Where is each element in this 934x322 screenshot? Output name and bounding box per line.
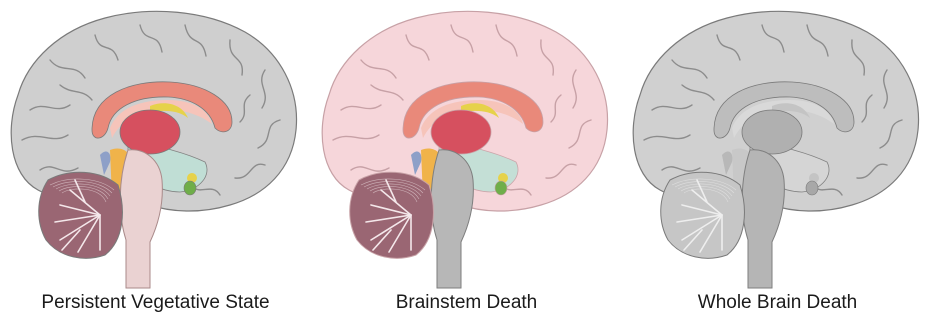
pituitary-gland xyxy=(806,181,818,195)
panel-whole-brain-death: Whole Brain Death xyxy=(622,0,933,322)
caption: Persistent Vegetative State xyxy=(0,292,311,314)
caption: Brainstem Death xyxy=(311,292,622,314)
caption: Whole Brain Death xyxy=(622,292,933,314)
cerebellum xyxy=(661,172,745,258)
cerebellum xyxy=(350,172,434,258)
brainstem xyxy=(431,150,473,288)
pituitary-gland xyxy=(495,181,507,195)
thalamus xyxy=(742,110,802,154)
brain-diagram xyxy=(311,0,622,290)
panel-brainstem-death: Brainstem Death xyxy=(311,0,622,322)
brain-diagram xyxy=(622,0,933,290)
cerebellum xyxy=(39,172,123,258)
panel-persistent-vegetative-state: Persistent Vegetative State xyxy=(0,0,311,322)
pituitary-gland xyxy=(184,181,196,195)
brainstem xyxy=(742,150,784,288)
brainstem xyxy=(120,150,162,288)
thalamus xyxy=(120,110,180,154)
brain-diagram xyxy=(0,0,311,290)
thalamus xyxy=(431,110,491,154)
